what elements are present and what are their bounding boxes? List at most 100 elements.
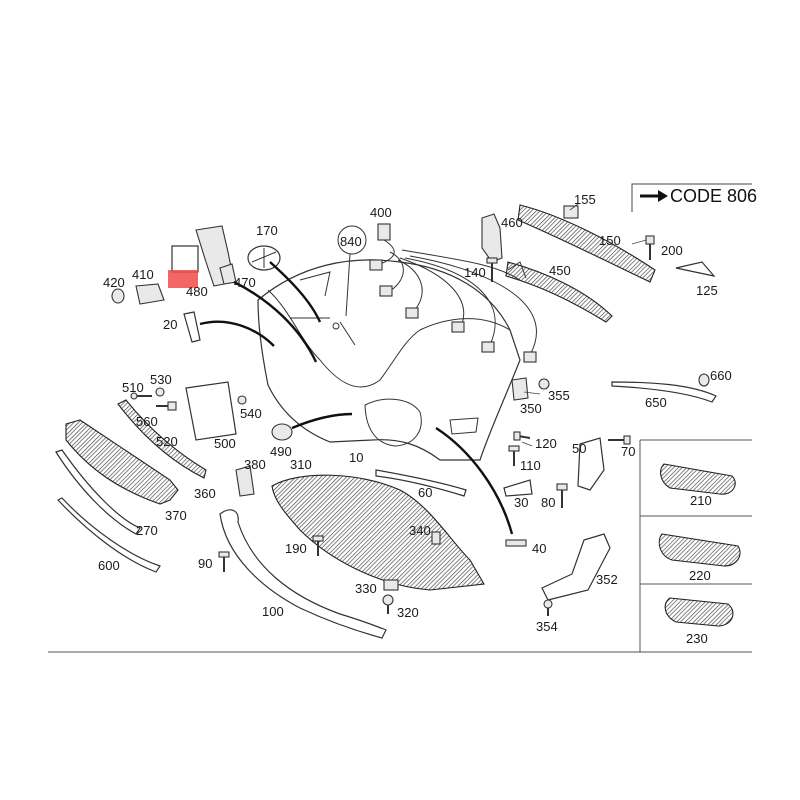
bracket-50	[577, 437, 605, 491]
label-80: 80	[541, 495, 555, 510]
labels: 10 20 30 40 50 60 70 80 90 100 110 120 1…	[98, 192, 732, 646]
fastener-190	[312, 535, 324, 556]
label-70: 70	[621, 444, 635, 459]
underbody-panel-310	[271, 474, 485, 591]
grille-230	[664, 597, 734, 627]
bumper-cover	[257, 259, 521, 461]
label-355: 355	[548, 388, 570, 403]
callout-840-leader	[345, 253, 351, 317]
label-220: 220	[689, 568, 711, 583]
part-30	[503, 479, 533, 497]
fastener-80	[556, 483, 568, 508]
fastener-90	[218, 551, 230, 572]
label-370: 370	[165, 508, 187, 523]
fastener-200	[645, 235, 655, 260]
label-840: 840	[340, 234, 362, 249]
trim-650	[611, 381, 717, 403]
upper-rail	[517, 204, 656, 283]
bracket-380	[235, 465, 255, 497]
label-230: 230	[686, 631, 708, 646]
label-520: 520	[156, 434, 178, 449]
label-480: 480	[186, 284, 208, 299]
label-40: 40	[532, 541, 546, 556]
bracket-350	[511, 377, 529, 401]
label-330: 330	[355, 581, 377, 596]
label-50: 50	[572, 441, 586, 456]
grille-210	[660, 463, 736, 495]
clip-330	[383, 579, 399, 591]
label-320: 320	[397, 605, 419, 620]
fastener-110	[508, 445, 520, 466]
trim-125	[675, 261, 716, 277]
label-210: 210	[690, 493, 712, 508]
label-30: 30	[514, 495, 528, 510]
grille-220	[658, 533, 741, 567]
bolt-140	[486, 257, 498, 282]
clip-660	[698, 373, 710, 387]
label-352: 352	[596, 572, 618, 587]
label-200: 200	[661, 243, 683, 258]
trim-360	[117, 399, 207, 479]
label-354: 354	[536, 619, 558, 634]
leader-lines	[521, 203, 647, 447]
arrow-40-to-bumper	[435, 426, 514, 535]
trim-600	[57, 497, 161, 573]
lower-grille-370	[65, 419, 179, 505]
front-splitter-100	[219, 509, 387, 639]
arrow-20-to-bumper	[199, 320, 275, 347]
bracket-460	[481, 213, 503, 263]
fastener-320	[382, 594, 394, 614]
label-420: 420	[103, 275, 125, 290]
label-490: 490	[270, 444, 292, 459]
code-806-box: CODE 806	[631, 183, 757, 212]
label-510: 510	[122, 380, 144, 395]
label-380: 380	[244, 457, 266, 472]
license-bracket-500	[185, 381, 237, 441]
label-410: 410	[132, 267, 154, 282]
sensor-420	[111, 283, 165, 305]
label-140: 140	[464, 265, 486, 280]
label-350: 350	[520, 401, 542, 416]
code-806-text: CODE 806	[670, 186, 757, 206]
clip-355	[538, 378, 550, 390]
callout-840-circle	[337, 225, 367, 255]
wiring-harness	[369, 223, 537, 363]
arrow-470-to-bumper	[233, 280, 318, 363]
label-340: 340	[409, 523, 431, 538]
label-650: 650	[645, 395, 667, 410]
label-10: 10	[349, 450, 363, 465]
trim-strip-270	[55, 449, 141, 535]
label-450: 450	[549, 263, 571, 278]
seal-60	[375, 469, 467, 497]
label-560: 560	[136, 414, 158, 429]
clip-155	[563, 205, 579, 219]
label-90: 90	[198, 556, 212, 571]
label-530: 530	[150, 372, 172, 387]
fastener-120	[513, 431, 531, 441]
air-duct-352	[541, 533, 611, 601]
sensor-490	[271, 423, 293, 441]
label-125: 125	[696, 283, 718, 298]
fastener-510	[130, 392, 152, 400]
label-270: 270	[136, 523, 158, 538]
label-600: 600	[98, 558, 120, 573]
label-155: 155	[574, 192, 596, 207]
label-660: 660	[710, 368, 732, 383]
fastener-70	[608, 435, 631, 445]
label-540: 540	[240, 406, 262, 421]
label-190: 190	[285, 541, 307, 556]
fastener-354	[543, 599, 553, 616]
label-60: 60	[418, 485, 432, 500]
label-110: 110	[520, 458, 541, 473]
label-310: 310	[290, 457, 312, 472]
middle-rail	[505, 261, 613, 323]
arrow-170-to-bumper	[269, 261, 322, 323]
label-120: 120	[535, 436, 557, 451]
label-150: 150	[599, 233, 621, 248]
clip-540	[237, 395, 247, 405]
clip-340	[431, 531, 441, 545]
arrow-490-to-bumper	[291, 412, 353, 430]
label-460: 460	[501, 215, 523, 230]
label-400: 400	[370, 205, 392, 220]
